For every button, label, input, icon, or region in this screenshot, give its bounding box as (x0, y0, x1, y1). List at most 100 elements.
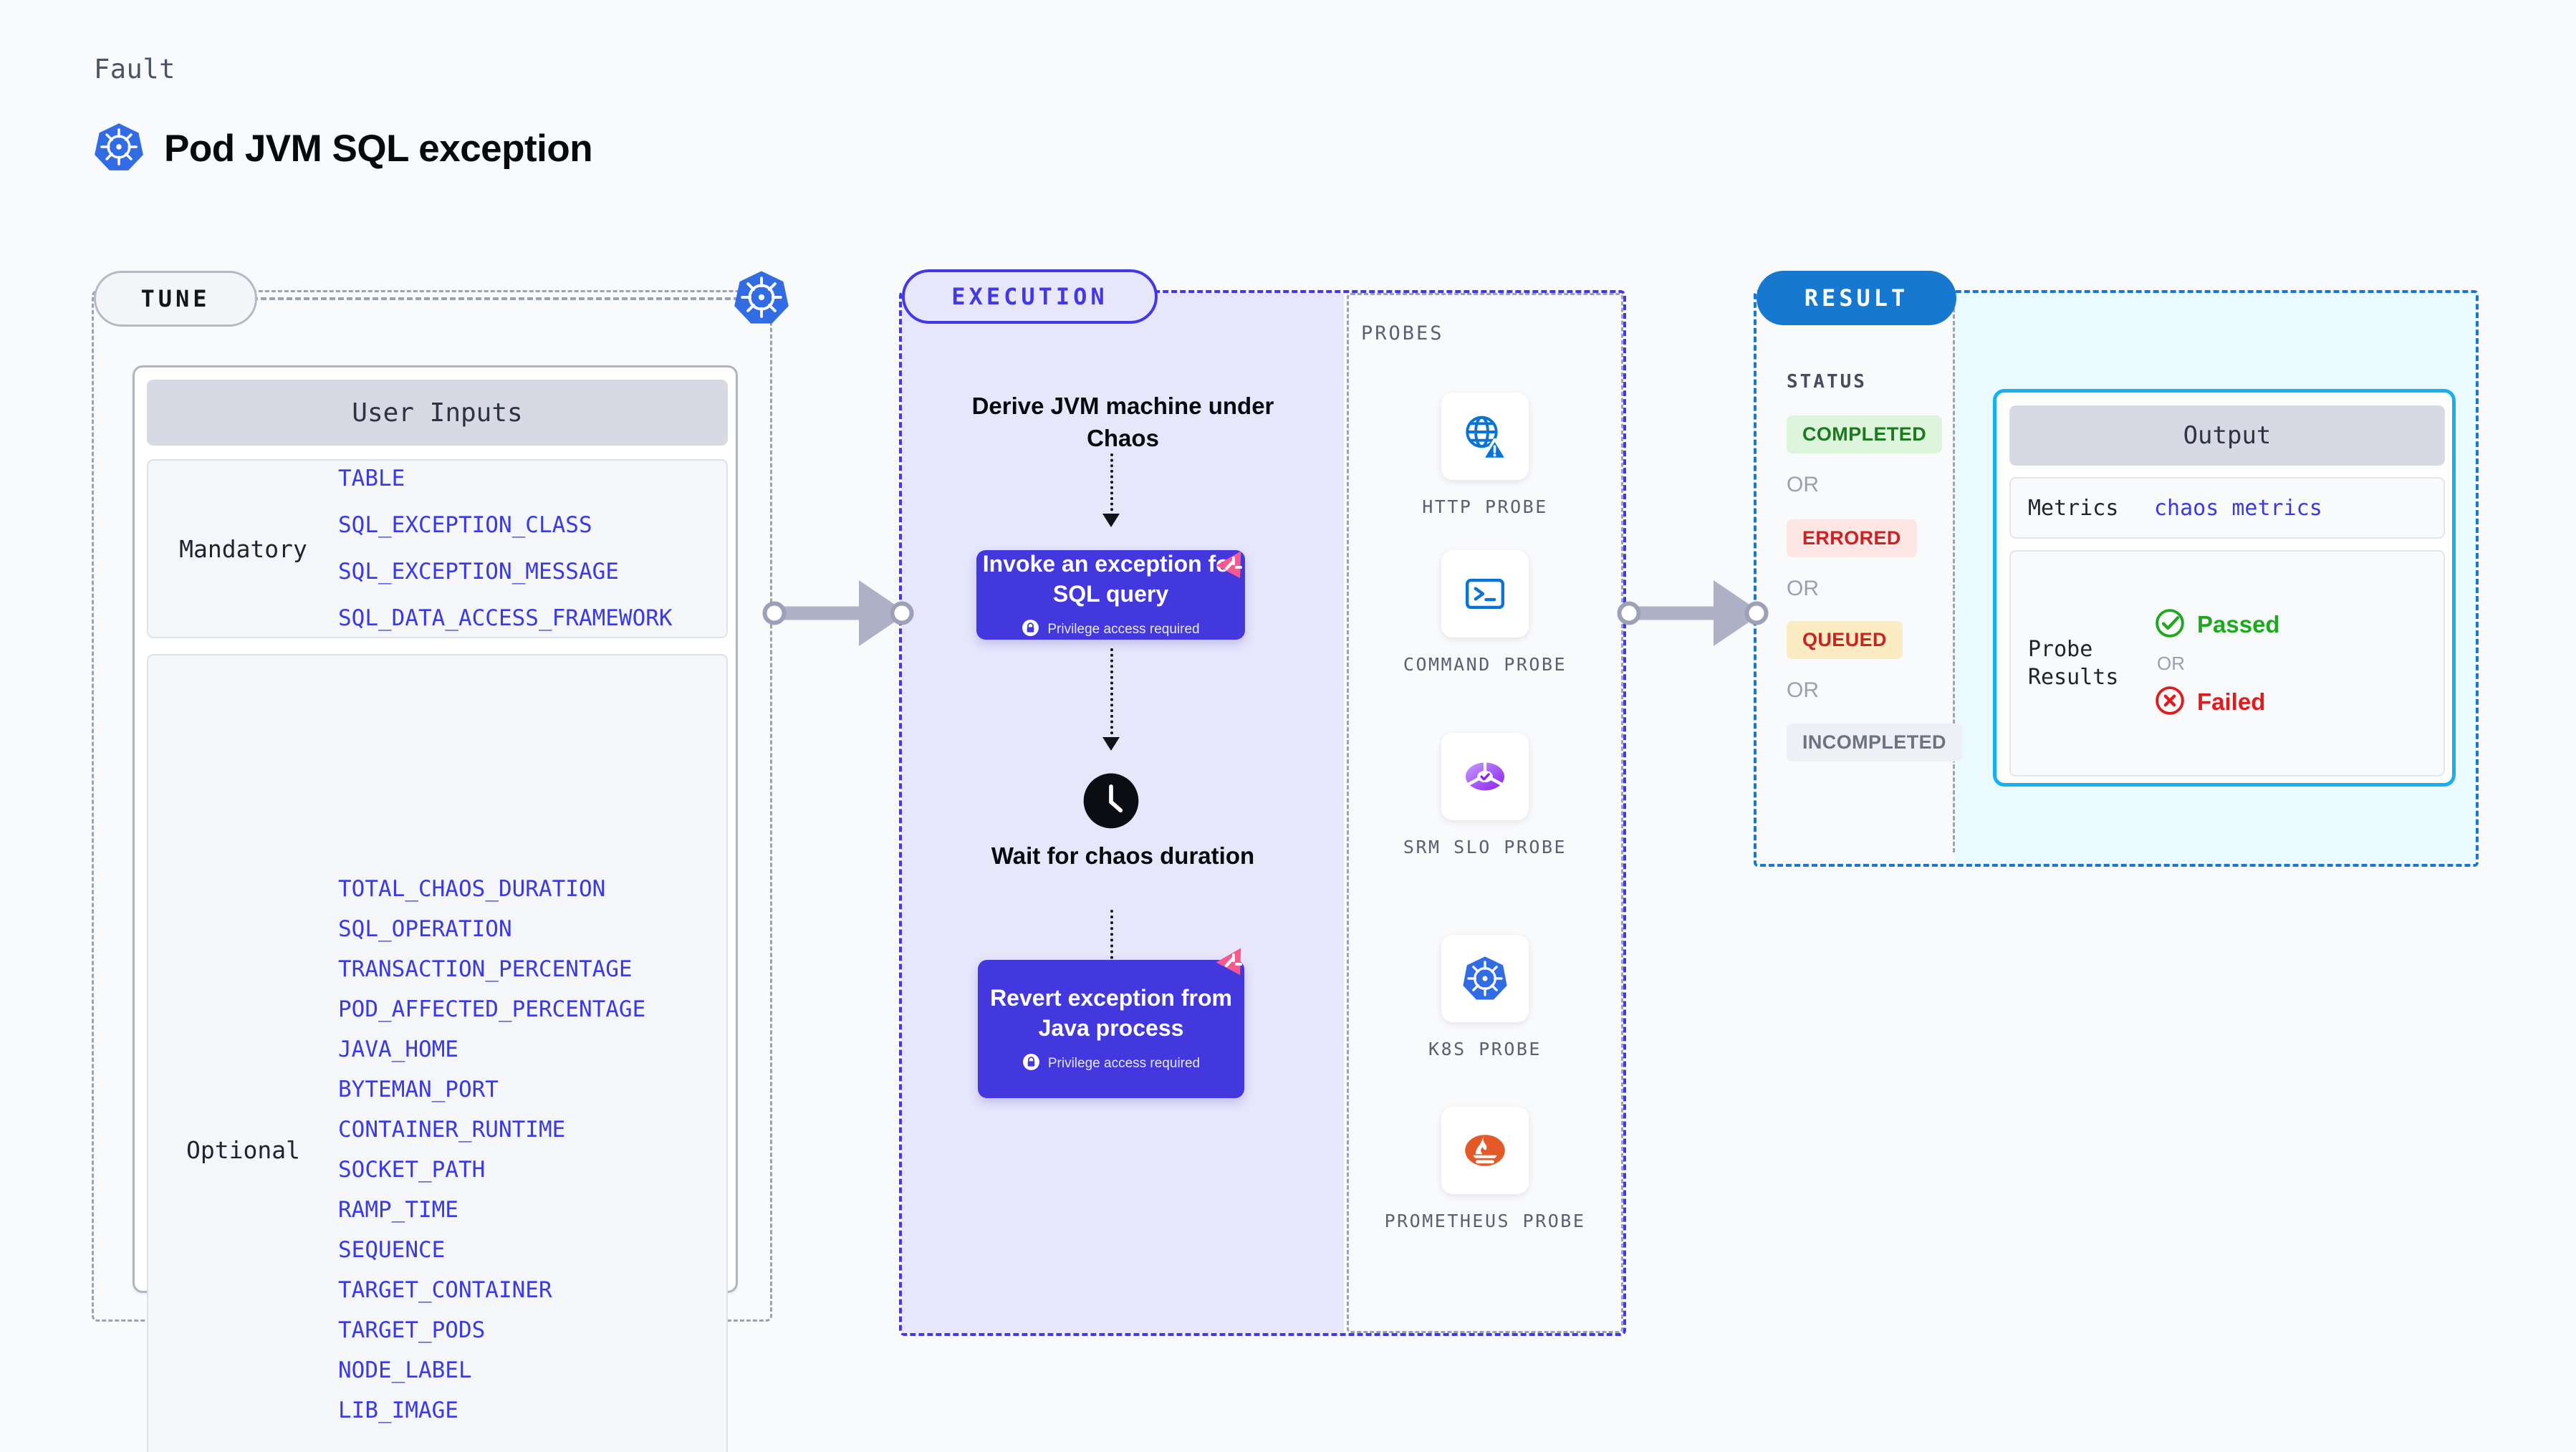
param-list-optional: TOTAL_CHAOS_DURATION SQL_OPERATION TRANS… (338, 878, 645, 1422)
action-card-title: Revert exception from Java process (990, 984, 1232, 1041)
terminal-icon (1441, 550, 1529, 638)
connector-endpoint-dot (890, 601, 914, 625)
connector-endpoint-dot (1617, 601, 1641, 625)
user-inputs-card: User Inputs Mandatory TABLE SQL_EXCEPTIO… (133, 365, 738, 1452)
prometheus-icon (1441, 1107, 1529, 1194)
execution-action-card[interactable]: Revert exception from Java process Privi… (978, 960, 1244, 1098)
page-title: Pod JVM SQL exception (164, 128, 593, 170)
probe-result-passed-label: Passed (2197, 611, 2280, 638)
probe-label: K8S PROBE (1428, 1039, 1542, 1059)
flow-arrow (1110, 648, 1113, 740)
slo-gauge-check-icon (1441, 733, 1529, 820)
execution-action-card[interactable]: Invoke an exception for SQL query Privil… (976, 550, 1245, 640)
execution-step-text: Wait for chaos duration (991, 842, 1255, 869)
probe-item-command[interactable]: COMMAND PROBE (1378, 550, 1592, 677)
param-item[interactable]: SQL_DATA_ACCESS_FRAMEWORK (338, 605, 673, 631)
execution-panel (899, 290, 1626, 1336)
param-item[interactable]: TABLE (338, 466, 405, 491)
connector-endpoint-dot (1744, 601, 1769, 625)
param-item[interactable]: TRANSACTION_PERCENTAGE (338, 956, 633, 982)
probe-item-http[interactable]: HTTP PROBE (1378, 393, 1592, 519)
or-separator: OR (2157, 652, 2185, 674)
result-inner-divider (1953, 308, 1955, 852)
param-item[interactable]: RAMP_TIME (338, 1197, 458, 1223)
param-list-mandatory: TABLE SQL_EXCEPTION_CLASS SQL_EXCEPTION_… (338, 468, 673, 630)
param-item[interactable]: SQL_EXCEPTION_MESSAGE (338, 559, 619, 585)
param-group-label: Mandatory (179, 534, 307, 563)
output-key: Probe Results (2028, 637, 2119, 690)
flow-arrow (1110, 453, 1113, 516)
probe-results-values: Passed OR Failed (2154, 607, 2280, 720)
param-item[interactable]: TARGET_PODS (338, 1317, 486, 1343)
or-separator: OR (1787, 473, 1819, 496)
status-badge-errored: ERRORED (1787, 519, 1917, 557)
privilege-note-text: Privilege access required (1047, 622, 1200, 638)
param-item[interactable]: CONTAINER_RUNTIME (338, 1117, 566, 1143)
result-panel (1754, 290, 2479, 867)
clock-icon (1082, 772, 1140, 833)
harness-chaos-badge-icon (1212, 547, 1252, 591)
fault-eyebrow-label: Fault (94, 54, 176, 85)
output-value-metrics[interactable]: chaos metrics (2154, 495, 2322, 521)
probe-result-failed-label: Failed (2197, 688, 2266, 715)
probe-label: COMMAND PROBE (1403, 654, 1567, 675)
probe-item-k8s[interactable]: K8S PROBE (1378, 935, 1592, 1062)
connector-tune-to-execution (762, 579, 914, 648)
flow-arrow (1110, 910, 1113, 976)
probe-result-failed: Failed (2154, 685, 2280, 720)
param-item[interactable]: LIB_IMAGE (338, 1398, 458, 1423)
probe-label: HTTP PROBE (1422, 496, 1548, 517)
output-row-probe-results: Probe Results Passed OR (2009, 550, 2445, 777)
status-badge-incompleted: INCOMPLETED (1787, 723, 1962, 761)
kubernetes-icon (1441, 935, 1529, 1022)
privilege-note: Privilege access required (1022, 619, 1200, 640)
param-item[interactable]: SEQUENCE (338, 1237, 446, 1263)
action-card-title: Invoke an exception for SQL query (982, 550, 1239, 607)
probe-label: SRM SLO PROBE (1403, 837, 1567, 857)
tune-connector-line (252, 297, 739, 300)
lock-icon (1022, 619, 1039, 640)
param-item[interactable]: TOTAL_CHAOS_DURATION (338, 876, 606, 902)
globe-warning-icon (1441, 393, 1529, 480)
output-card: Output Metrics chaos metrics Probe Resul… (1993, 389, 2456, 787)
fault-title-row: Pod JVM SQL exception (94, 122, 593, 176)
param-item[interactable]: SQL_EXCEPTION_CLASS (338, 512, 592, 538)
probes-title: PROBES (1361, 322, 1444, 345)
probe-item-prometheus[interactable]: PROMETHEUS PROBE (1378, 1107, 1592, 1234)
param-group-label: Optional (186, 1136, 300, 1164)
param-item[interactable]: POD_AFFECTED_PERCENTAGE (338, 996, 646, 1022)
param-item[interactable]: SOCKET_PATH (338, 1157, 486, 1183)
output-key: Metrics (2028, 495, 2119, 521)
check-circle-icon (2154, 607, 2186, 643)
stage-label-execution: EXECUTION (902, 269, 1158, 324)
param-group-optional: Optional TOTAL_CHAOS_DURATION SQL_OPERAT… (147, 654, 728, 1452)
lock-icon (1022, 1053, 1040, 1074)
stage-label-tune: TUNE (94, 271, 257, 327)
output-title: Output (2009, 405, 2445, 466)
param-item[interactable]: JAVA_HOME (338, 1037, 458, 1062)
param-item[interactable]: BYTEMAN_PORT (338, 1077, 499, 1102)
connector-endpoint-dot (762, 601, 787, 625)
execution-step-text: Derive JVM machine under Chaos (971, 393, 1274, 451)
param-item[interactable]: NODE_LABEL (338, 1357, 472, 1383)
flow-arrow-head (1102, 737, 1120, 751)
status-title: STATUS (1787, 371, 1867, 393)
param-item[interactable]: SQL_OPERATION (338, 916, 512, 942)
stage-label-result: RESULT (1756, 271, 1956, 325)
privilege-note-text: Privilege access required (1047, 1056, 1201, 1072)
probe-result-passed: Passed (2154, 607, 2280, 643)
param-item[interactable]: TARGET_CONTAINER (338, 1277, 552, 1303)
kubernetes-icon (734, 269, 789, 329)
probe-item-srm-slo[interactable]: SRM SLO PROBE (1378, 733, 1592, 860)
privilege-note: Privilege access required (1022, 1053, 1200, 1074)
flow-arrow-head (1102, 514, 1120, 527)
x-circle-icon (2154, 685, 2186, 720)
param-group-mandatory: Mandatory TABLE SQL_EXCEPTION_CLASS SQL_… (147, 459, 728, 638)
result-status-area-fill (1756, 293, 1952, 864)
status-badge-queued: QUEUED (1787, 621, 1903, 659)
harness-chaos-badge-icon (1212, 944, 1252, 988)
connector-execution-to-result (1617, 579, 1769, 648)
kubernetes-icon (94, 122, 144, 176)
or-separator: OR (1787, 577, 1819, 600)
